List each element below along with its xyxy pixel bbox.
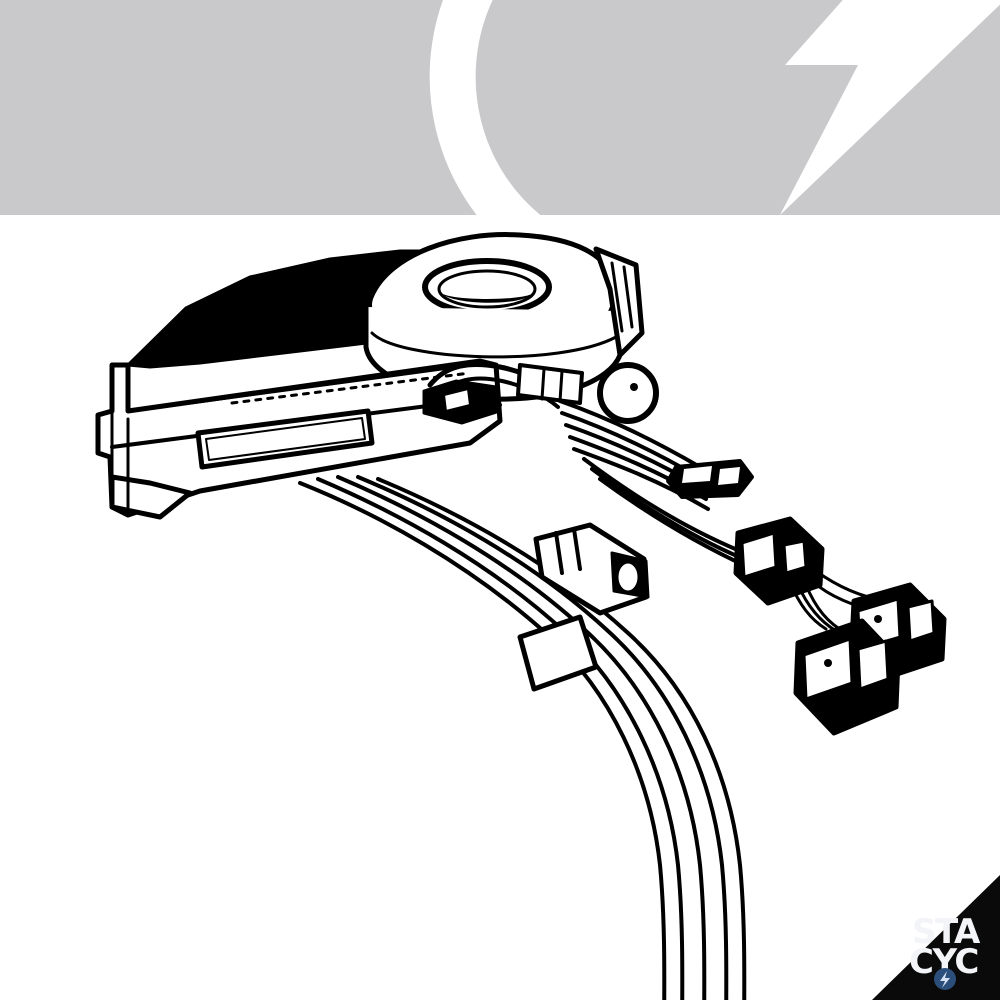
y-splitter-slot-2 <box>782 539 808 575</box>
branch-lower-pin-dot <box>824 659 832 667</box>
loom-sleeve-rib <box>540 367 564 403</box>
mounting-boss <box>597 362 659 424</box>
branch-lower-slot-2 <box>856 639 890 691</box>
c-arc-watermark <box>429 0 541 215</box>
banner-watermark-group <box>429 0 1000 215</box>
stacyc-bolt-emblem-glyph <box>940 971 950 988</box>
corner-logo-badge: STA CYC <box>820 875 1000 1000</box>
inline-connector-bore <box>615 560 641 594</box>
mounting-boss-hole <box>630 383 638 391</box>
controller-panel-inner <box>205 417 366 461</box>
wire-clamp-slot <box>443 388 471 412</box>
splitter-wire-2 <box>796 583 838 633</box>
motor-hub-shadow <box>441 293 534 303</box>
splitter-feed-1 <box>582 457 742 553</box>
cable-label-tag <box>517 614 599 692</box>
badge-background <box>872 875 1000 1000</box>
product-illustration <box>0 215 1000 1000</box>
branch-upper-pin-dot <box>874 615 882 623</box>
controller-panel <box>195 408 375 470</box>
branch-upper-slot-2 <box>906 599 936 643</box>
motor-skirt-band <box>370 331 618 359</box>
cable-bundle-4 <box>356 475 729 1000</box>
splitter-wire-1 <box>788 581 828 631</box>
corner-badge-svg: STA CYC <box>872 875 1000 1000</box>
ribbon-terminal-slot-2 <box>718 467 740 485</box>
inline-connector-band-2 <box>572 527 582 571</box>
controller-seam-dots <box>230 371 472 405</box>
cable-bundle-1 <box>298 481 667 1000</box>
lightning-bolt-watermark <box>780 0 1000 215</box>
branch-lower-slot-1 <box>802 637 854 701</box>
cable-bundle-5 <box>376 477 747 1000</box>
logo-line-1: STA <box>912 912 981 952</box>
y-splitter-slot-1 <box>740 531 778 579</box>
splitter-feed-2 <box>590 467 746 561</box>
ribbon-terminal-slot-1 <box>682 466 712 483</box>
upper-cable-5 <box>572 447 710 511</box>
header-banner <box>0 0 1000 215</box>
loom-sleeve <box>516 363 584 405</box>
splitter-feed-3 <box>598 477 750 569</box>
cable-bundle-3 <box>336 475 707 1000</box>
upper-cable-1 <box>558 399 702 469</box>
inline-connector-band-1 <box>554 531 564 575</box>
controller-left-face-lines <box>110 411 130 513</box>
motor-right-bracket-ribs <box>610 261 634 333</box>
controller-top-edge <box>126 361 484 413</box>
illustration-svg <box>95 232 947 1000</box>
cable-bundle-2 <box>316 477 685 1000</box>
